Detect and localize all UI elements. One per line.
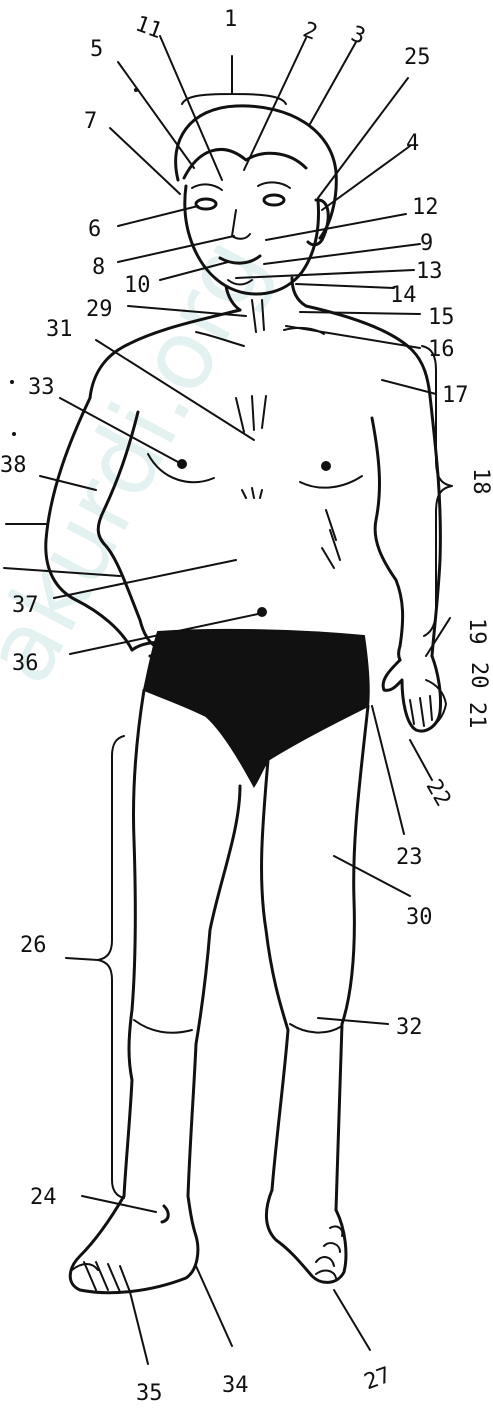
- label-6: 6: [88, 217, 101, 242]
- label-1: 1: [224, 7, 237, 32]
- label-29: 29: [86, 297, 113, 322]
- label-8: 8: [92, 255, 105, 280]
- leader-16: [286, 326, 420, 348]
- label-33: 33: [28, 375, 55, 400]
- label-9: 9: [420, 231, 433, 256]
- right-foot: [266, 1190, 346, 1282]
- bracket-1: [182, 56, 286, 104]
- leader-23: [372, 706, 404, 834]
- label-37: 37: [12, 593, 39, 618]
- leader-15: [300, 312, 420, 314]
- leader-2: [244, 38, 306, 170]
- label-30: 30: [406, 905, 433, 930]
- leader-35: [130, 1292, 148, 1364]
- rib-shading: [322, 510, 340, 568]
- leader-24: [82, 1196, 156, 1212]
- label-20: 20: [466, 662, 491, 689]
- briefs: [144, 630, 369, 786]
- left-nipple: [177, 459, 187, 469]
- left-leg-inner: [188, 786, 240, 1196]
- label-38: 38: [0, 453, 27, 478]
- right-knee: [290, 1024, 342, 1033]
- leader-5: [118, 62, 194, 168]
- right-fingers: [410, 696, 432, 726]
- label-17: 17: [442, 383, 469, 408]
- label-34: 34: [222, 1373, 249, 1398]
- label-4: 4: [406, 131, 419, 156]
- leader-9: [264, 244, 420, 264]
- label-19: 19: [464, 618, 489, 645]
- abdomen-lines: [242, 488, 262, 498]
- label-10: 10: [124, 273, 151, 298]
- label-31: 31: [46, 317, 73, 342]
- leader-22: [410, 740, 432, 780]
- left-toes: [72, 1262, 130, 1292]
- right-shoulder: [306, 306, 430, 396]
- right-nipple: [321, 461, 331, 471]
- right-toes: [316, 1226, 342, 1278]
- leader-7: [110, 128, 180, 194]
- leader-27: [334, 1290, 370, 1350]
- hair: [176, 106, 337, 238]
- bracket-21: [426, 680, 446, 730]
- label-36: 36: [12, 651, 39, 676]
- label-27: 27: [361, 1363, 394, 1396]
- stray-dot-1: [10, 380, 14, 384]
- left-ankle: [162, 1206, 168, 1222]
- bracket-26: [98, 736, 124, 1198]
- left-knee: [134, 1020, 192, 1033]
- right-torso-side: [372, 418, 403, 646]
- left-leg-outer: [124, 690, 144, 1196]
- label-24: 24: [30, 1185, 57, 1210]
- left-foot: [70, 1196, 198, 1293]
- label-3: 3: [348, 22, 369, 50]
- stray-dot-3: [134, 88, 138, 92]
- leader-19: [426, 618, 450, 656]
- stray-dot-2: [12, 432, 16, 436]
- right-arm-inner: [399, 646, 401, 660]
- leader-3: [310, 42, 356, 124]
- leader-12: [266, 214, 406, 240]
- leader-32: [318, 1018, 388, 1024]
- label-26: 26: [20, 933, 47, 958]
- human-figure-illustration: [46, 106, 441, 1293]
- label-5: 5: [90, 37, 103, 62]
- sternum-lines: [236, 396, 266, 432]
- label-14: 14: [390, 283, 417, 308]
- label-25: 25: [404, 45, 431, 70]
- label-23: 23: [396, 845, 423, 870]
- hair-fringe: [184, 150, 306, 178]
- navel: [257, 607, 267, 617]
- label-2: 2: [300, 18, 321, 46]
- label-13: 13: [416, 259, 443, 284]
- label-16: 16: [428, 337, 455, 362]
- label-35: 35: [136, 1381, 163, 1406]
- leader-34: [196, 1266, 232, 1346]
- label-12: 12: [412, 195, 439, 220]
- label-18: 18: [468, 468, 493, 495]
- nose: [232, 210, 250, 239]
- label-15: 15: [428, 305, 455, 330]
- leader-26: [66, 958, 98, 960]
- leader-11: [160, 36, 222, 180]
- right-leg-outer: [336, 706, 368, 1210]
- label-21: 21: [464, 702, 489, 729]
- left-eyebrow: [192, 184, 222, 190]
- right-eye: [264, 195, 284, 205]
- label-7: 7: [84, 109, 97, 134]
- right-leg-inner: [262, 760, 288, 1190]
- leader-14: [296, 284, 394, 288]
- left-eye: [196, 199, 216, 209]
- label-22: 22: [421, 775, 456, 810]
- label-32: 32: [396, 1015, 423, 1040]
- chest-right: [300, 476, 362, 488]
- right-eyebrow: [258, 182, 290, 188]
